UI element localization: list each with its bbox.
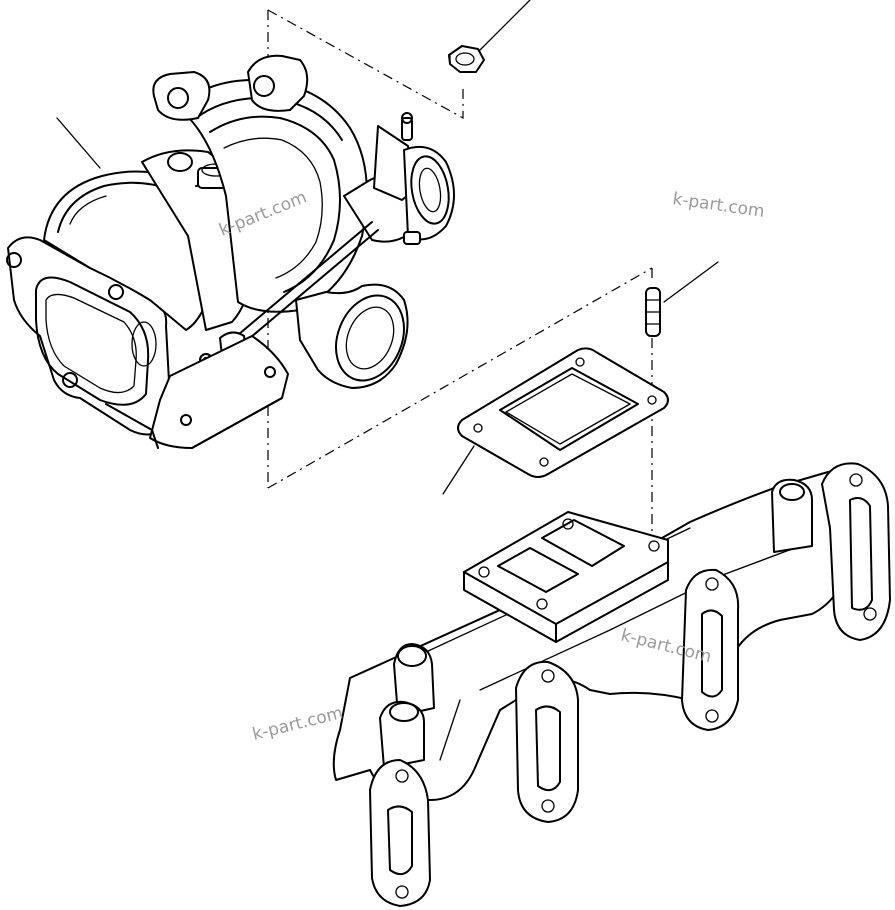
watermark-text: k-part.com bbox=[250, 703, 345, 745]
leader-nut bbox=[477, 0, 531, 53]
stud-part bbox=[645, 287, 661, 337]
watermark-text: k-part.com bbox=[671, 189, 765, 222]
exhaust-manifold-part bbox=[332, 462, 891, 907]
gasket-part bbox=[457, 347, 669, 478]
leader-lines bbox=[56, 0, 719, 495]
leader-gasket bbox=[442, 445, 475, 495]
turbocharger-part bbox=[6, 54, 455, 449]
leader-stud bbox=[663, 261, 719, 303]
assembly-outline-turbo-to-nut bbox=[267, 9, 653, 536]
leader-turbocharger bbox=[56, 117, 101, 169]
nut-part bbox=[448, 45, 485, 73]
